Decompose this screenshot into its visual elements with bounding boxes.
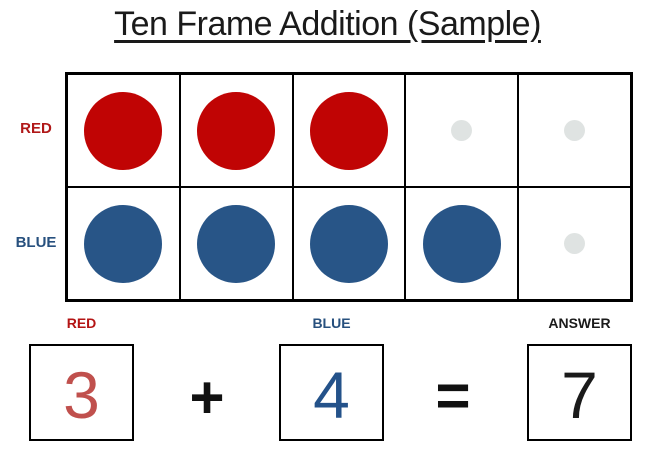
ten-frame-cell-blue-5 bbox=[518, 187, 631, 300]
blue-counter bbox=[84, 204, 163, 283]
ten-frame-cell-red-4 bbox=[405, 74, 519, 187]
ten-frame-cell-red-3 bbox=[292, 74, 406, 187]
ten-frame-cell-red-5 bbox=[518, 74, 631, 187]
ten-frame-cell-blue-1 bbox=[67, 187, 180, 300]
empty-dot bbox=[564, 120, 586, 141]
answer-box[interactable]: 7 bbox=[527, 344, 632, 441]
ten-frame-cell-red-2 bbox=[179, 74, 293, 187]
equals-operator: = bbox=[435, 362, 471, 429]
ten-frame-cell-blue-2 bbox=[179, 187, 293, 300]
red-addend-label: RED bbox=[66, 315, 97, 331]
blue-addend-label: BLUE bbox=[312, 315, 351, 331]
empty-dot bbox=[564, 233, 586, 254]
red-counter bbox=[84, 91, 163, 170]
blue-counter bbox=[197, 204, 276, 283]
red-counter bbox=[309, 91, 388, 170]
red-addend-group: RED 3 bbox=[29, 313, 134, 441]
red-counter bbox=[197, 91, 276, 170]
plus-operator: + bbox=[189, 364, 225, 431]
blue-counter bbox=[422, 204, 501, 283]
blue-counter bbox=[309, 204, 388, 283]
ten-frame-cell-red-1 bbox=[67, 74, 180, 187]
blue-addend-group: BLUE 4 bbox=[279, 313, 384, 441]
page-title: Ten Frame Addition (Sample) bbox=[114, 5, 541, 43]
blue-addend-box[interactable]: 4 bbox=[279, 344, 384, 441]
ten-frame-cell-blue-4 bbox=[405, 187, 519, 300]
row-label-red: RED bbox=[20, 120, 52, 137]
row-label-blue: BLUE bbox=[15, 234, 57, 251]
ten-frame-grid bbox=[65, 72, 633, 302]
answer-group: ANSWER 7 bbox=[527, 313, 632, 441]
empty-dot bbox=[451, 120, 473, 141]
answer-label: ANSWER bbox=[548, 315, 611, 331]
ten-frame-cell-blue-3 bbox=[292, 187, 406, 300]
red-addend-box[interactable]: 3 bbox=[29, 344, 134, 441]
